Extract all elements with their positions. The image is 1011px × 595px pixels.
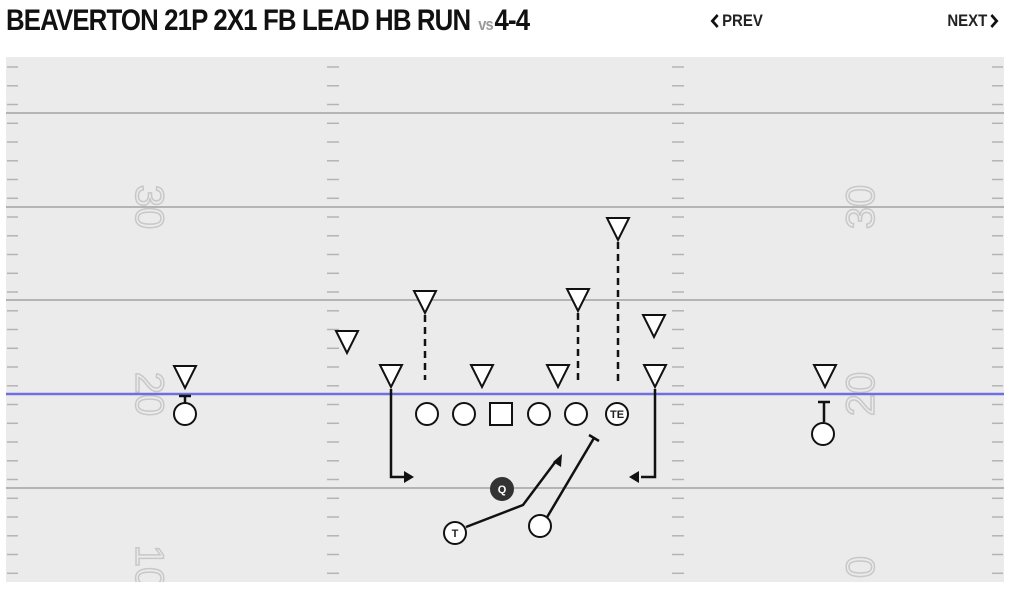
prev-button[interactable]: PREV — [708, 11, 763, 31]
offensive-lineman — [452, 402, 476, 426]
yard-number-30-left: 30 — [127, 185, 171, 230]
defender-drops — [423, 242, 620, 383]
defender-triangle — [642, 364, 668, 390]
route-right-wing — [641, 389, 657, 479]
quarterback-label: Q — [498, 484, 507, 496]
offensive-lineman — [564, 402, 588, 426]
tailback — [443, 521, 467, 545]
route-arrowhead — [404, 471, 414, 483]
defender-triangle — [412, 290, 438, 316]
defender-triangle — [565, 288, 591, 314]
block-end-marker — [588, 433, 600, 443]
route-arrowhead — [629, 471, 639, 483]
offensive-lineman — [415, 402, 439, 426]
hash-marks — [7, 66, 1003, 575]
defender-triangle — [378, 364, 404, 390]
play-diagram-field: 30 20 10 30 20 0 — [6, 57, 1004, 582]
quarterback — [490, 477, 514, 501]
route-left-wing — [389, 389, 405, 479]
defender-triangle — [334, 330, 360, 356]
defender-triangle — [641, 314, 667, 340]
defender-triangle — [605, 217, 631, 243]
vs-label: vs — [478, 15, 493, 34]
chevron-right-icon — [990, 13, 999, 29]
block-fullback — [544, 437, 596, 520]
field-turf — [6, 57, 1004, 582]
defense-formation — [172, 217, 838, 391]
offense-formation — [173, 402, 835, 545]
next-button[interactable]: NEXT — [947, 11, 1001, 31]
play-formation-name: BEAVERTON 21P 2X1 FB LEAD HB RUN — [6, 4, 471, 37]
yard-number-30-right: 30 — [839, 185, 883, 230]
defender-triangle — [812, 364, 838, 390]
tailback-label: T — [452, 528, 459, 540]
fullback — [528, 514, 552, 538]
tight-end-label: TE — [610, 409, 624, 421]
tight-end — [605, 402, 629, 426]
wide-receiver-right — [811, 422, 835, 446]
defender-triangle — [545, 364, 571, 390]
player-labels: TE Q T — [452, 409, 624, 540]
route-arrowhead — [553, 454, 562, 467]
wide-receiver-left — [173, 402, 197, 426]
yard-number-10-left: 10 — [127, 545, 171, 582]
defense-name: 4-4 — [494, 4, 531, 37]
offense-assignments — [179, 389, 830, 529]
offensive-lineman — [527, 402, 551, 426]
header: BEAVERTON 21P 2X1 FB LEAD HB RUN vs4-4 P… — [0, 0, 1011, 50]
defender-triangle — [469, 364, 495, 390]
prev-label: PREV — [722, 11, 763, 30]
next-label: NEXT — [947, 11, 987, 30]
defender-triangle — [172, 365, 198, 391]
yard-number-0-right: 0 — [839, 556, 883, 578]
route-tailback — [465, 460, 557, 529]
play-title: BEAVERTON 21P 2X1 FB LEAD HB RUN vs4-4 — [6, 4, 531, 38]
chevron-left-icon — [710, 13, 719, 29]
center-square — [489, 402, 513, 426]
